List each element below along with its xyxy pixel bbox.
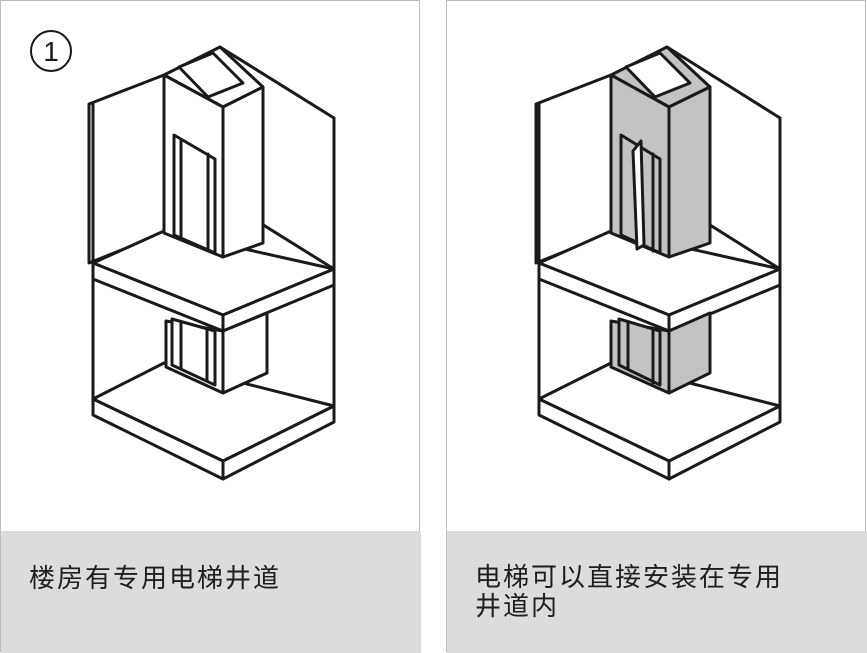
shaft-opening xyxy=(624,51,692,99)
caption-line: 井道内 xyxy=(475,592,560,622)
upper-door-leaf-open xyxy=(631,139,646,251)
building-drawing xyxy=(87,45,336,481)
caption-line: 楼房有专用电梯井道 xyxy=(29,564,282,594)
step-badge-circle xyxy=(30,30,72,72)
building-drawing xyxy=(534,45,782,481)
step-badge: 1 xyxy=(30,30,72,72)
upper-door-frame xyxy=(172,133,217,255)
installed-elevator xyxy=(609,45,712,395)
step-number: 1 xyxy=(43,36,59,67)
shaft-side-lower xyxy=(667,311,712,395)
caption-right: 电梯可以直接安装在专用 井道内 xyxy=(447,531,867,653)
lower-door-frame xyxy=(170,317,217,387)
building-illustration xyxy=(534,45,782,481)
ground-slab-front-right xyxy=(667,404,782,481)
shaft-side-lower xyxy=(221,311,269,395)
shaft-opening xyxy=(177,51,245,99)
panel-building-with-shaft: 1 xyxy=(0,0,421,653)
panel-elevator-installed: 电梯可以直接安装在专用 井道内 xyxy=(446,0,867,653)
building-illustration: 1 xyxy=(30,30,336,481)
caption-left: 楼房有专用电梯井道 xyxy=(1,531,421,653)
shaft-side-upper xyxy=(667,85,712,259)
ground-slab-front-right xyxy=(221,404,336,481)
caption-line: 电梯可以直接安装在专用 xyxy=(475,563,784,593)
shaft-side-upper xyxy=(221,85,265,259)
